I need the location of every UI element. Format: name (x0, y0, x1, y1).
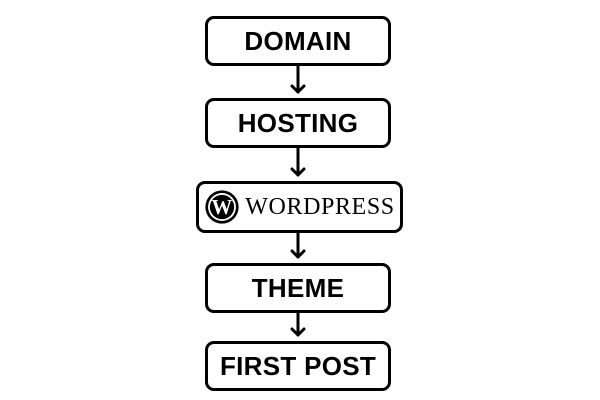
step-domain: DOMAIN (205, 16, 391, 66)
step-theme-label: THEME (251, 272, 345, 303)
step-wordpress-label: WordPress (245, 193, 395, 220)
arrow-hosting-to-wordpress (290, 146, 306, 177)
step-domain-label: DOMAIN (244, 25, 352, 56)
arrow-domain-to-hosting (290, 64, 306, 94)
svg-text:W: W (212, 197, 233, 219)
arrow-wordpress-to-theme (290, 231, 306, 259)
step-first-post: FIRST POST (205, 341, 391, 391)
wordpress-logo-icon: W (205, 190, 239, 224)
arrow-theme-to-first-post (290, 311, 306, 337)
step-hosting-label: HOSTING (237, 107, 359, 138)
step-first-post-label: FIRST POST (219, 350, 377, 381)
step-wordpress: W WordPress (196, 181, 403, 233)
